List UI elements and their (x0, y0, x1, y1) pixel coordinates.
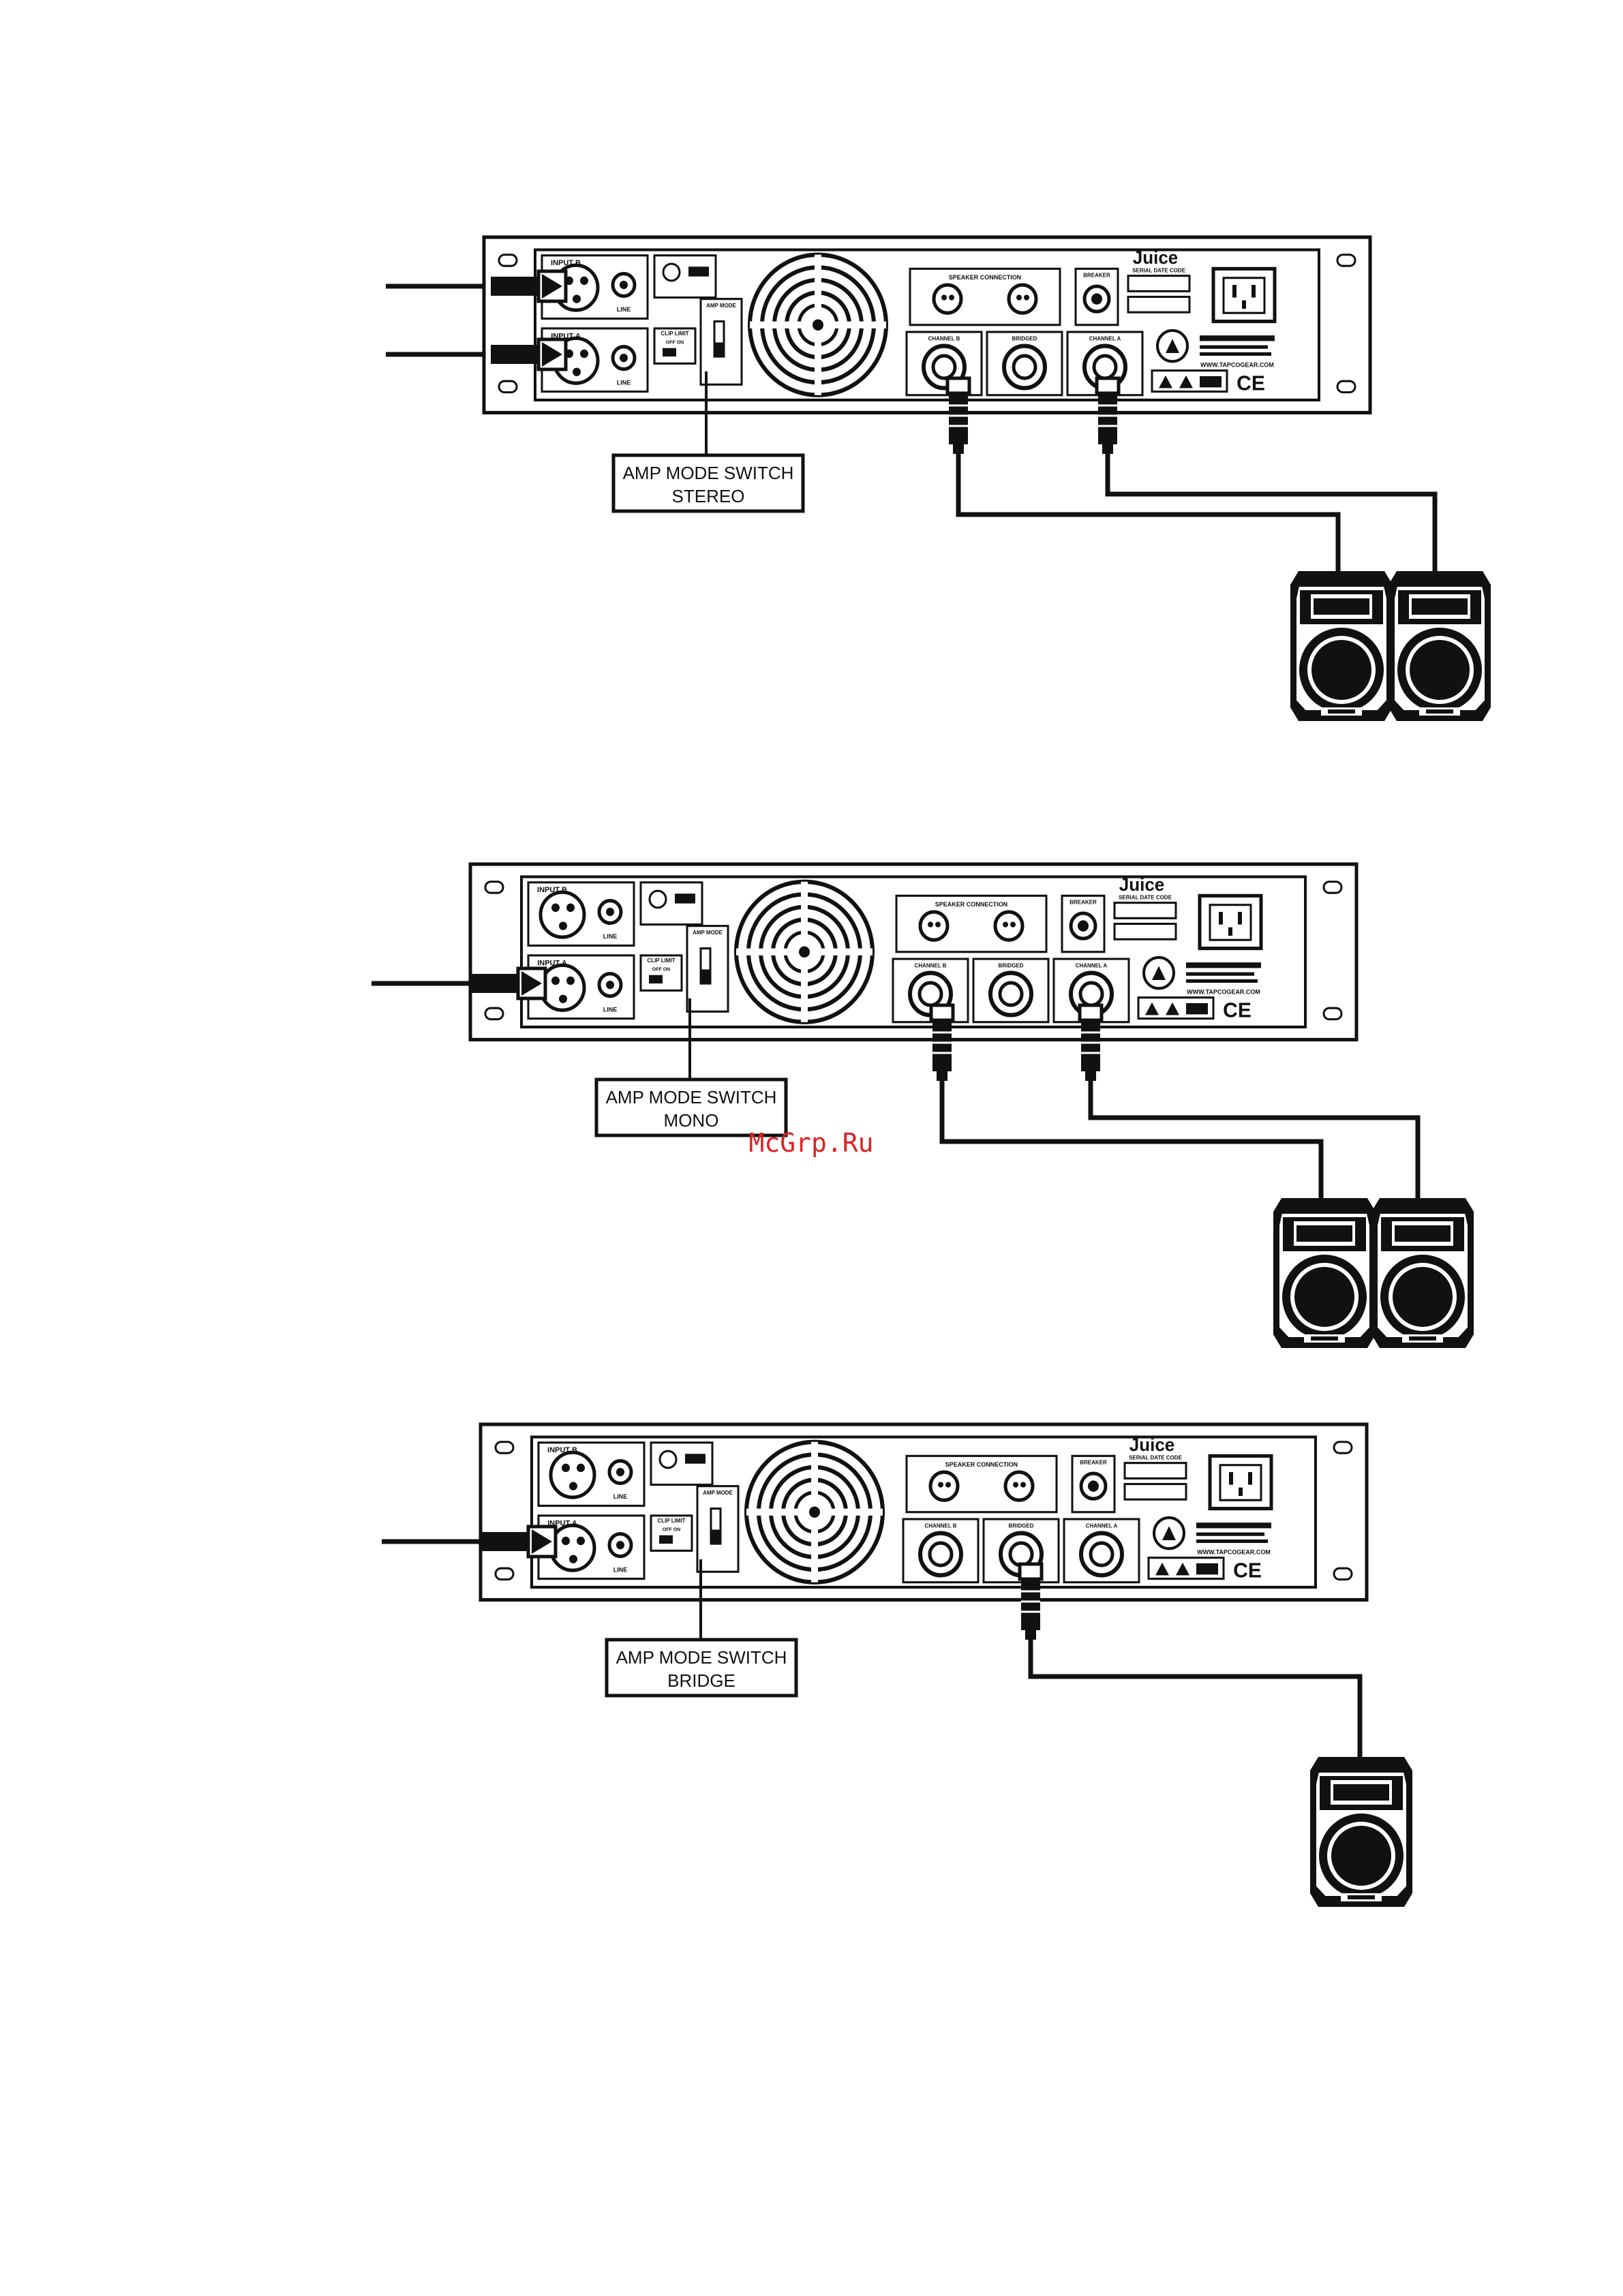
panel-label-line: LINE (603, 933, 617, 940)
panel-label-website: WWW.TAPCOGEAR.COM (1197, 1548, 1271, 1555)
panel-label-channel-b: CHANNEL B (925, 1522, 957, 1529)
panel-label-brand: Juice (1119, 874, 1164, 895)
panel-label-ce: CE (1223, 998, 1252, 1022)
watermark: McGrp.Ru (748, 1128, 873, 1158)
speakon-plug-icon (931, 1005, 953, 1081)
switch-label-line2: STEREO (672, 486, 745, 506)
panel-label-off-on: OFF ON (663, 1527, 680, 1532)
panel-label-breaker: BREAKER (1080, 1460, 1107, 1466)
speaker-cable-channel-b (939, 1077, 1324, 1199)
switch-label-line2: MONO (664, 1110, 719, 1131)
switch-label-line1: AMP MODE SWITCH (616, 1647, 787, 1668)
switch-label-line2: BRIDGE (667, 1670, 735, 1691)
panel-label-speaker-connection: SPEAKER CONNECTION (945, 1461, 1018, 1468)
panel-label-website: WWW.TAPCOGEAR.COM (1187, 988, 1260, 995)
panel-label-clip-limit: CLIP LIMIT (647, 958, 675, 964)
panel-label-channel-a: CHANNEL A (1076, 962, 1108, 968)
panel-label-bridged: BRIDGED (999, 962, 1024, 968)
amp-mode-switch-label-box (594, 1077, 788, 1137)
panel-label-line: LINE (613, 1566, 627, 1573)
panel-label-line: LINE (617, 306, 631, 313)
panel-label-channel-b: CHANNEL B (915, 962, 947, 968)
panel-label-clip-limit: CLIP LIMIT (661, 331, 688, 337)
panel-label-amp-mode: AMP MODE (706, 303, 736, 309)
panel-label-off-on: OFF ON (666, 339, 684, 345)
panel-label-bridged: BRIDGED (1009, 1522, 1034, 1529)
panel-labels: INPUT B INPUT A LINE LINE CLIP LIMIT OFF ON AM… (551, 247, 1274, 395)
panel-label-speaker-connection: SPEAKER CONNECTION (935, 901, 1007, 908)
panel-label-clip-limit: CLIP LIMIT (657, 1518, 685, 1524)
panel-label-channel-a: CHANNEL A (1086, 1522, 1118, 1529)
speaker-icon (1388, 570, 1491, 722)
panel-label-line: LINE (613, 1493, 627, 1500)
panel-label-input-a: INPUT A (547, 1519, 577, 1527)
speaker-cable-channel-a (1105, 450, 1438, 572)
setup-stereo: AMP MODE SWITCH STEREO (386, 237, 1491, 722)
panel-label-line: LINE (603, 1006, 617, 1013)
panel-label-brand: Juice (1133, 247, 1178, 268)
speakon-plug-icon (1020, 1564, 1042, 1640)
speaker-icon (1290, 570, 1393, 722)
panel-label-bridged: BRIDGED (1012, 335, 1037, 341)
panel-label-input-b: INPUT B (537, 886, 567, 894)
panel-label-brand: Juice (1129, 1435, 1174, 1455)
panel-label-off-on: OFF ON (652, 966, 670, 972)
panel-label-website: WWW.TAPCOGEAR.COM (1200, 361, 1274, 368)
speakon-plug-icon (1080, 1005, 1102, 1081)
panel-label-ce: CE (1233, 1559, 1262, 1582)
panel-label-input-a: INPUT A (537, 959, 567, 967)
panel-label-serial: SERIAL DATE CODE (1119, 894, 1172, 900)
setup-bridge: AMP MODE SWITCH BRIDGE (382, 1424, 1413, 1908)
speaker-cable-channel-a (1088, 1077, 1421, 1199)
panel-label-serial: SERIAL DATE CODE (1129, 1454, 1182, 1460)
panel-label-breaker: BREAKER (1083, 273, 1110, 279)
panel-label-input-b: INPUT B (547, 1446, 577, 1454)
speakon-plug-icon (1097, 378, 1119, 454)
speaker-icon (1371, 1197, 1474, 1349)
panel-label-serial: SERIAL DATE CODE (1132, 267, 1185, 273)
amp-mode-switch-label-box (605, 1638, 798, 1698)
panel-label-speaker-connection: SPEAKER CONNECTION (949, 274, 1021, 281)
panel-label-input-a: INPUT A (551, 332, 581, 340)
setup-mono: AMP MODE SWITCH MONO (371, 864, 1474, 1349)
panel-label-channel-a: CHANNEL A (1089, 335, 1121, 341)
switch-label-line1: AMP MODE SWITCH (623, 463, 794, 483)
speaker-cable-channel-b (956, 450, 1341, 572)
speakon-plug-icon (947, 378, 969, 454)
speaker-cable-bridged (1028, 1636, 1363, 1758)
panel-labels: INPUT B INPUT A LINE LINE CLIP LIMIT OFF ON AM… (537, 874, 1260, 1022)
switch-label-line1: AMP MODE SWITCH (606, 1087, 777, 1107)
speaker-icon (1273, 1197, 1376, 1349)
panel-label-input-b: INPUT B (551, 259, 581, 267)
speaker-icon (1309, 1756, 1413, 1908)
panel-label-channel-b: CHANNEL B (928, 335, 960, 341)
panel-labels: INPUT B INPUT A LINE LINE CLIP LIMIT OFF ON AM… (547, 1435, 1271, 1582)
panel-label-line: LINE (617, 379, 631, 386)
panel-label-ce: CE (1237, 371, 1265, 395)
panel-label-amp-mode: AMP MODE (693, 930, 723, 936)
panel-label-breaker: BREAKER (1070, 900, 1097, 906)
amp-mode-switch-label-box (611, 453, 805, 513)
panel-label-amp-mode: AMP MODE (703, 1490, 733, 1496)
